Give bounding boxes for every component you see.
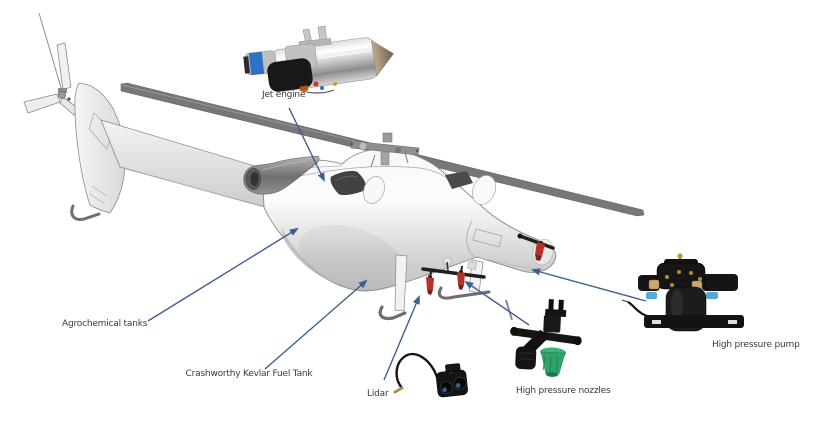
label-lidar: Lidar xyxy=(367,389,389,399)
boom-nozzle-2 xyxy=(457,270,465,290)
label-jet-engine: Jet engine xyxy=(262,90,306,100)
nose-nozzle xyxy=(535,242,545,256)
label-agrochemical-tanks: Agrochemical tanks xyxy=(62,319,148,329)
nose-seam xyxy=(466,220,476,259)
skid-far-leg xyxy=(505,299,513,321)
boom-shadow-line xyxy=(121,167,267,208)
lidar-cable xyxy=(395,352,439,390)
engine-cowl xyxy=(363,176,385,204)
tail-skid xyxy=(70,204,101,221)
callout-arrow-jet-engine xyxy=(288,107,325,182)
callout-arrow-fuel-tank xyxy=(264,279,368,370)
label-pump: High pressure pump xyxy=(712,340,800,350)
tail-blade-right xyxy=(59,96,80,116)
lidar-photo xyxy=(393,352,468,398)
skid-foot-right xyxy=(437,286,491,300)
tail-rotor xyxy=(23,12,80,116)
rotor-head xyxy=(350,132,420,168)
label-nozzles: High pressure nozzles xyxy=(516,386,611,396)
forward-cowl xyxy=(472,175,496,205)
tail-blade-left xyxy=(23,93,61,114)
spray-boom xyxy=(421,257,486,295)
belly-shade xyxy=(298,224,406,292)
nozzle-photo xyxy=(510,299,582,377)
nose-panel xyxy=(472,228,503,248)
tail-hub-mount xyxy=(58,88,67,93)
skid-foot-left xyxy=(378,305,407,321)
pump-wire xyxy=(627,301,667,319)
pump-base xyxy=(644,315,744,328)
helicopter-illustration xyxy=(23,12,645,321)
tail-blade-upper xyxy=(56,42,72,91)
tail-hub xyxy=(58,91,66,99)
jet-engine-photo xyxy=(243,25,394,94)
exhaust-duct xyxy=(243,155,320,195)
label-fuel-tank: Crashworthy Kevlar Fuel Tank xyxy=(185,369,313,379)
callout-arrow-pump xyxy=(530,268,647,302)
tail-boom xyxy=(100,119,269,209)
tail-hub-bolt xyxy=(67,97,71,101)
intake-highlight xyxy=(336,175,358,181)
tail-antenna xyxy=(38,12,63,92)
engine-blue-ring xyxy=(248,51,265,75)
fuselage xyxy=(261,148,557,292)
pump-photo xyxy=(621,253,744,332)
callout-arrow-agrochemical-tanks xyxy=(147,227,299,322)
canopy-crease xyxy=(299,166,453,183)
callout-arrow-lidar xyxy=(383,295,420,381)
callout-arrow-nozzles xyxy=(464,280,530,326)
engine-starter xyxy=(267,58,313,92)
tail-fin xyxy=(70,82,126,221)
nose-boom xyxy=(517,233,555,261)
callout-arrows xyxy=(147,107,647,381)
lidar-connector xyxy=(393,386,404,394)
skid-strut-left xyxy=(394,254,408,312)
boom-nozzle-1 xyxy=(426,275,434,295)
underside-line xyxy=(479,257,537,269)
canopy-window xyxy=(445,171,473,189)
